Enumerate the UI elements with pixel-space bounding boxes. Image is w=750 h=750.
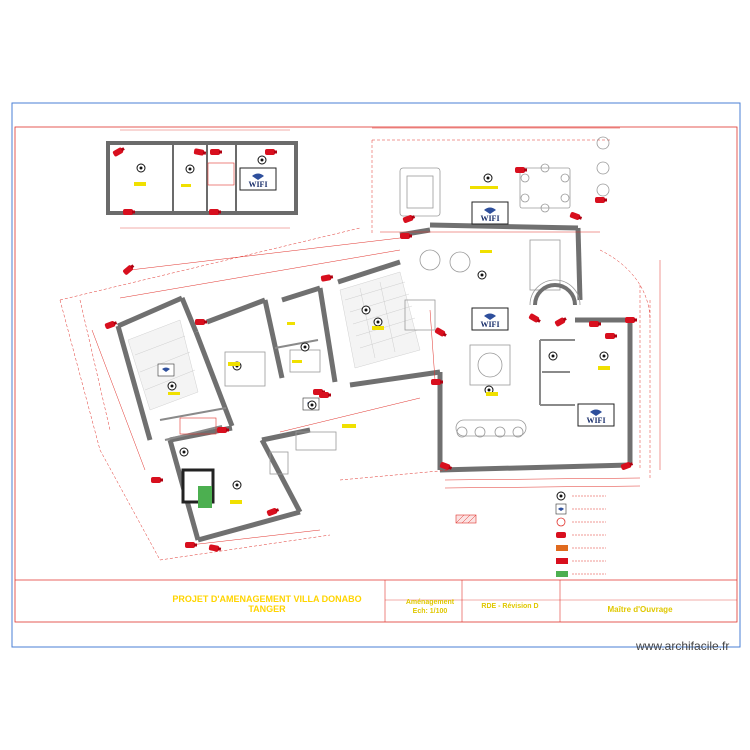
camera-icon bbox=[193, 148, 207, 156]
smoke-detector-icon bbox=[556, 517, 606, 527]
technical-box bbox=[179, 417, 217, 508]
sheet-level: RDE - Révision D bbox=[481, 603, 538, 610]
smoke-detector-icon bbox=[307, 400, 317, 410]
smoke-detector-icon bbox=[373, 317, 383, 327]
keypad-icon bbox=[556, 558, 606, 564]
hatched-zone bbox=[455, 514, 477, 524]
camera-icon bbox=[112, 147, 125, 157]
smoke-detector-icon bbox=[361, 305, 371, 315]
camera-icon bbox=[589, 321, 601, 327]
smoke-detector-icon bbox=[300, 342, 310, 352]
camera-icon bbox=[402, 215, 416, 223]
wifi-label: WIFI bbox=[586, 416, 605, 425]
smoke-detector-icon bbox=[232, 480, 242, 490]
inner-frame bbox=[14, 126, 738, 623]
smoke-detector-icon bbox=[185, 164, 195, 174]
wifi-icon bbox=[484, 207, 496, 214]
camera-icon bbox=[210, 149, 222, 155]
smoke-detector-icon bbox=[257, 155, 267, 165]
outer-frame bbox=[11, 102, 741, 648]
wifi-access-point-icon bbox=[556, 491, 606, 501]
camera-icon bbox=[605, 333, 617, 339]
camera-icon bbox=[569, 212, 583, 220]
wifi-badge: WIFI bbox=[239, 167, 277, 191]
wifi-label: WIFI bbox=[480, 214, 499, 223]
project-title: PROJET D'AMENAGEMENT VILLA DONABO bbox=[172, 594, 361, 604]
wifi-badge: WIFI bbox=[577, 403, 615, 427]
smoke-detector-icon bbox=[599, 351, 609, 361]
green-module-icon bbox=[556, 571, 606, 577]
smoke-detector-icon bbox=[483, 173, 493, 183]
main-walls bbox=[115, 222, 633, 543]
wifi-icon bbox=[590, 409, 602, 416]
camera-icon bbox=[431, 379, 443, 385]
camera-icon bbox=[185, 542, 197, 548]
camera-icon bbox=[123, 209, 135, 215]
sheet-scale: Ech: 1/100 bbox=[413, 608, 448, 615]
camera-icon bbox=[266, 508, 280, 516]
smoke-detector-icon bbox=[179, 447, 189, 457]
camera-icon bbox=[209, 209, 221, 215]
smoke-detector-icon bbox=[477, 270, 487, 280]
smoke-detector-icon bbox=[167, 381, 177, 391]
wifi-small-badge bbox=[157, 363, 175, 377]
wifi-icon bbox=[162, 367, 170, 372]
camera-icon bbox=[625, 317, 637, 323]
wifi-label: WIFI bbox=[480, 320, 499, 329]
camera-icon bbox=[434, 327, 447, 337]
camera-icon bbox=[515, 167, 527, 173]
camera-icon bbox=[319, 392, 331, 398]
camera-icon bbox=[104, 321, 118, 329]
room-labels bbox=[134, 182, 610, 504]
wifi-badge: WIFI bbox=[471, 201, 509, 225]
camera-icon bbox=[265, 149, 277, 155]
alarm-siren-icon bbox=[556, 545, 606, 551]
wifi-label: WIFI bbox=[248, 180, 267, 189]
title-block: PROJET D'AMENAGEMENT VILLA DONABO TANGER… bbox=[15, 579, 737, 622]
wifi-icon bbox=[484, 313, 496, 320]
smoke-detector-icon bbox=[136, 163, 146, 173]
camera-icon bbox=[208, 544, 222, 552]
legend bbox=[555, 491, 606, 577]
smoke-detector-icon bbox=[548, 351, 558, 361]
camera-icon bbox=[620, 462, 634, 470]
wifi-badge: WIFI bbox=[471, 307, 509, 331]
sheet-author: Maître d'Ouvrage bbox=[607, 605, 673, 614]
wifi-icon bbox=[252, 173, 264, 180]
plot-boundaries bbox=[59, 139, 651, 561]
watermark: www.archifacile.fr bbox=[636, 639, 730, 653]
camera-icon bbox=[439, 462, 453, 470]
camera-icon bbox=[528, 313, 541, 323]
camera-icon bbox=[595, 197, 607, 203]
dimension-lines bbox=[91, 127, 661, 546]
furniture bbox=[224, 136, 610, 475]
camera-icon bbox=[151, 477, 163, 483]
partitions bbox=[159, 339, 575, 441]
camera-icon bbox=[217, 427, 229, 433]
sheet-label: Aménagement bbox=[406, 599, 455, 606]
camera-icon bbox=[195, 319, 207, 325]
wifi-router-icon bbox=[555, 503, 606, 515]
camera-icon bbox=[556, 532, 606, 538]
project-city: TANGER bbox=[248, 604, 286, 614]
camera-icon bbox=[554, 317, 567, 327]
camera-icon bbox=[400, 233, 412, 239]
camera-icon bbox=[320, 274, 334, 282]
cameras bbox=[104, 147, 637, 552]
camera-icon bbox=[123, 264, 135, 275]
